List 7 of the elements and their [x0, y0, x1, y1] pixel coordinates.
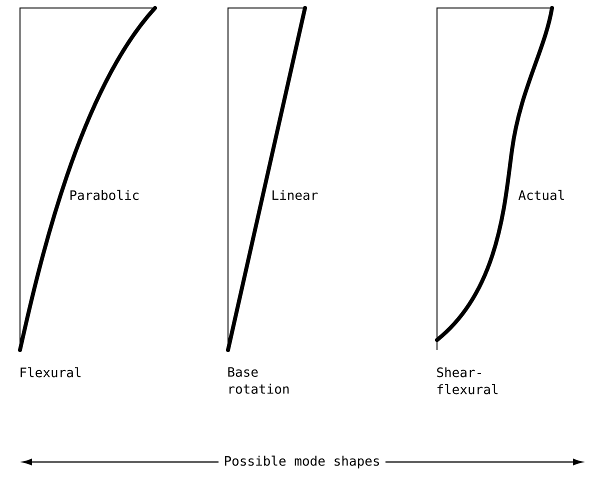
curve-label: Actual	[518, 190, 564, 200]
caption: Possible mode shapes	[225, 456, 379, 468]
mode-label: Flexural	[20, 367, 81, 378]
curve-label: Linear	[272, 190, 318, 200]
curve-label: Parabolic	[70, 190, 139, 200]
mode-label: Shear-flexural	[437, 367, 498, 394]
mode-label: Base rotation	[228, 367, 289, 394]
